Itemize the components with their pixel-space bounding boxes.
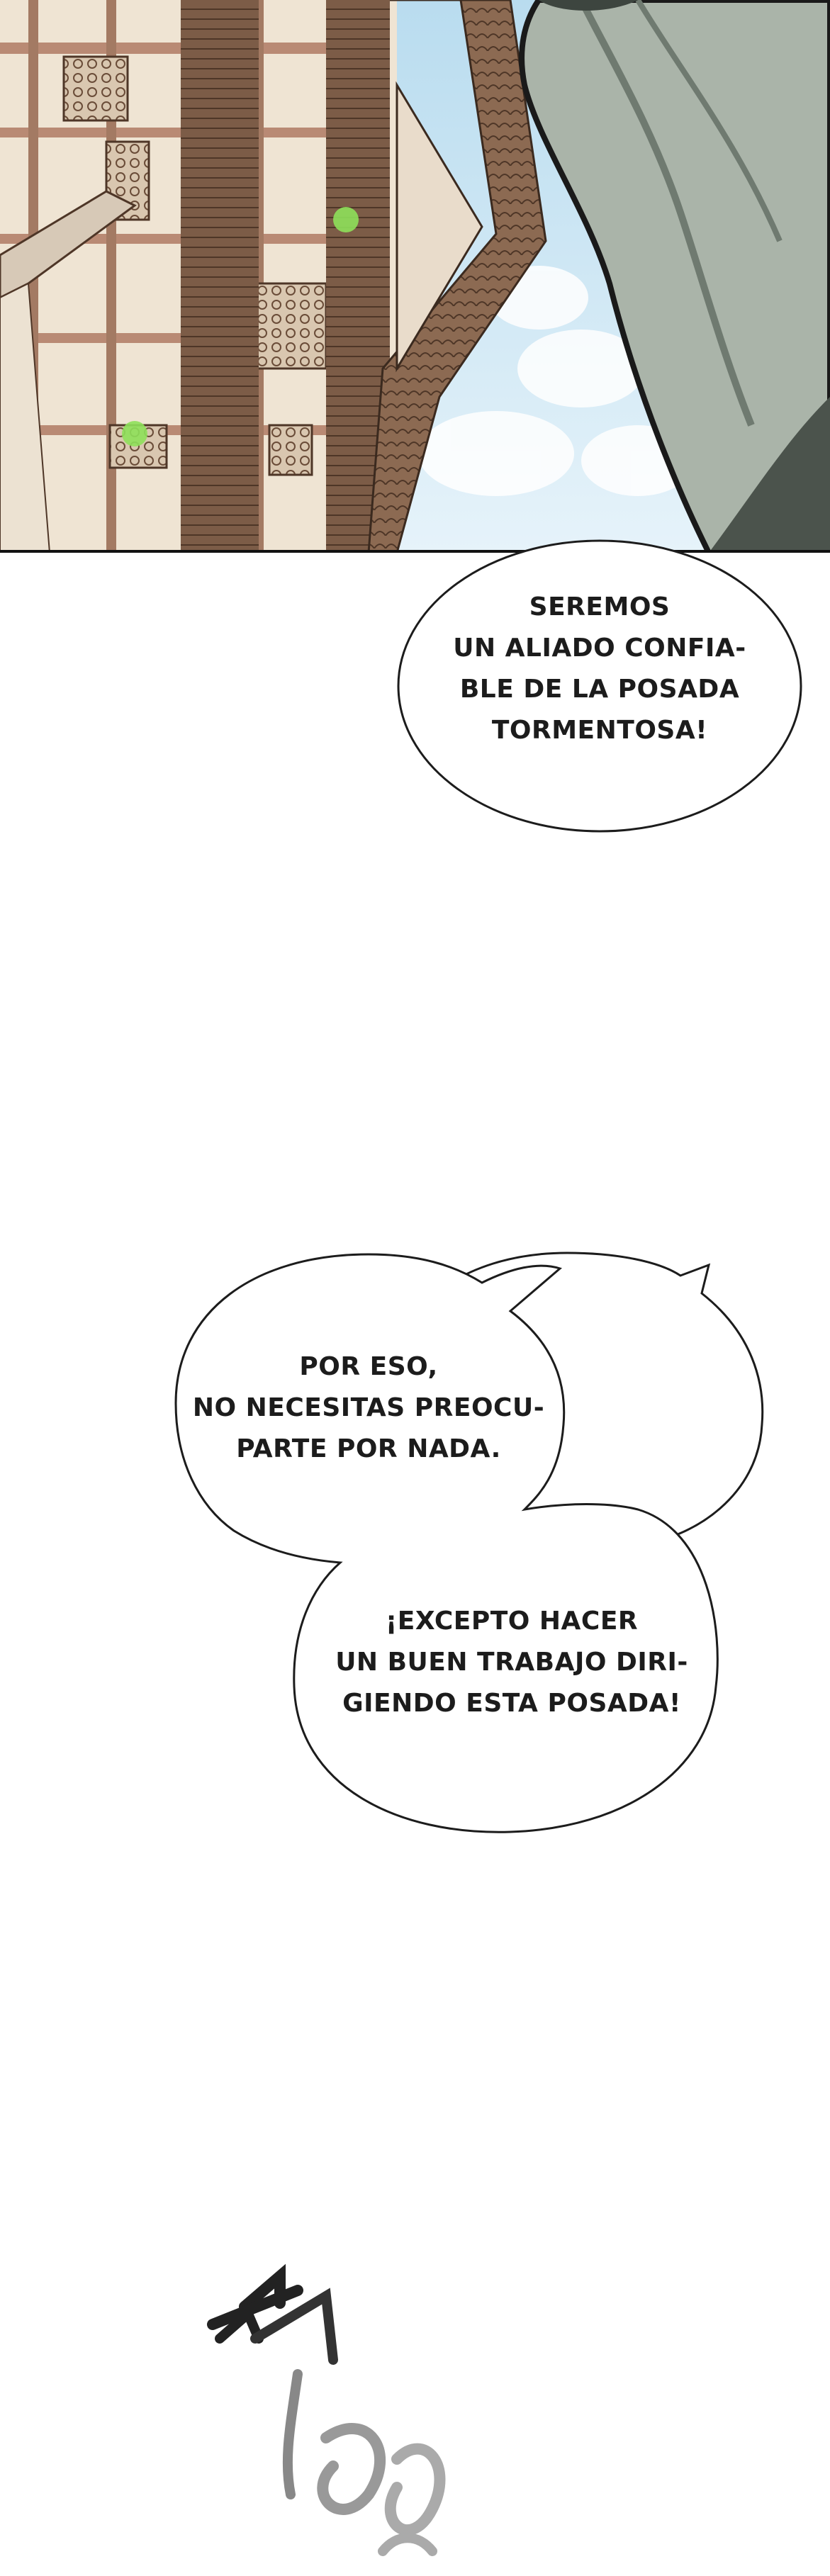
panel-illustration	[0, 0, 830, 553]
comic-panel-top	[0, 0, 830, 553]
cloak-shadow	[709, 397, 830, 553]
bubble-line: PARTE POR NADA.	[236, 1434, 501, 1463]
bubble-line: ¡EXCEPTO HACER	[385, 1607, 639, 1636]
lattice-windows	[62, 55, 327, 476]
bubble-line: UN ALIADO CONFIA-	[453, 634, 746, 663]
bubble-text-excepto: ¡EXCEPTO HACER UN BUEN TRABAJO DIRI- GIE…	[327, 1601, 696, 1724]
bubble-line: BLE DE LA POSADA	[459, 675, 740, 704]
green-lantern	[333, 207, 359, 232]
bubble-line: POR ESO,	[299, 1352, 438, 1381]
bubble-line: NO NECESITAS PREOCU-	[192, 1393, 545, 1422]
roof-gable	[396, 81, 483, 373]
bubble-line: SEREMOS	[529, 592, 671, 621]
bubble-line: GIENDO ESTA POSADA!	[342, 1689, 681, 1718]
cloak-fold	[635, 0, 783, 242]
speech-bubble-merged-outline	[174, 1253, 719, 1833]
bubble-text-ally: SEREMOS UN ALIADO CONFIA- BLE DE LA POSA…	[422, 587, 777, 751]
bubble-line: TORMENTOSA!	[491, 716, 708, 745]
sound-effect-strokes	[207, 2263, 446, 2556]
roof-right	[367, 0, 547, 553]
wood-column-left	[181, 0, 259, 553]
bubble-line: UN BUEN TRABAJO DIRI-	[335, 1648, 688, 1677]
bubble-text-por-eso: POR ESO, NO NECESITAS PREOCU- PARTE POR …	[191, 1346, 546, 1470]
roof-eave-left	[0, 190, 137, 299]
cloaked-figure	[519, 0, 830, 553]
cloak-fold	[578, 0, 755, 427]
green-lantern	[122, 421, 147, 446]
speech-bubble-ally	[397, 539, 802, 833]
cloak-hood	[539, 0, 638, 11]
roof-wall-left	[0, 282, 51, 553]
